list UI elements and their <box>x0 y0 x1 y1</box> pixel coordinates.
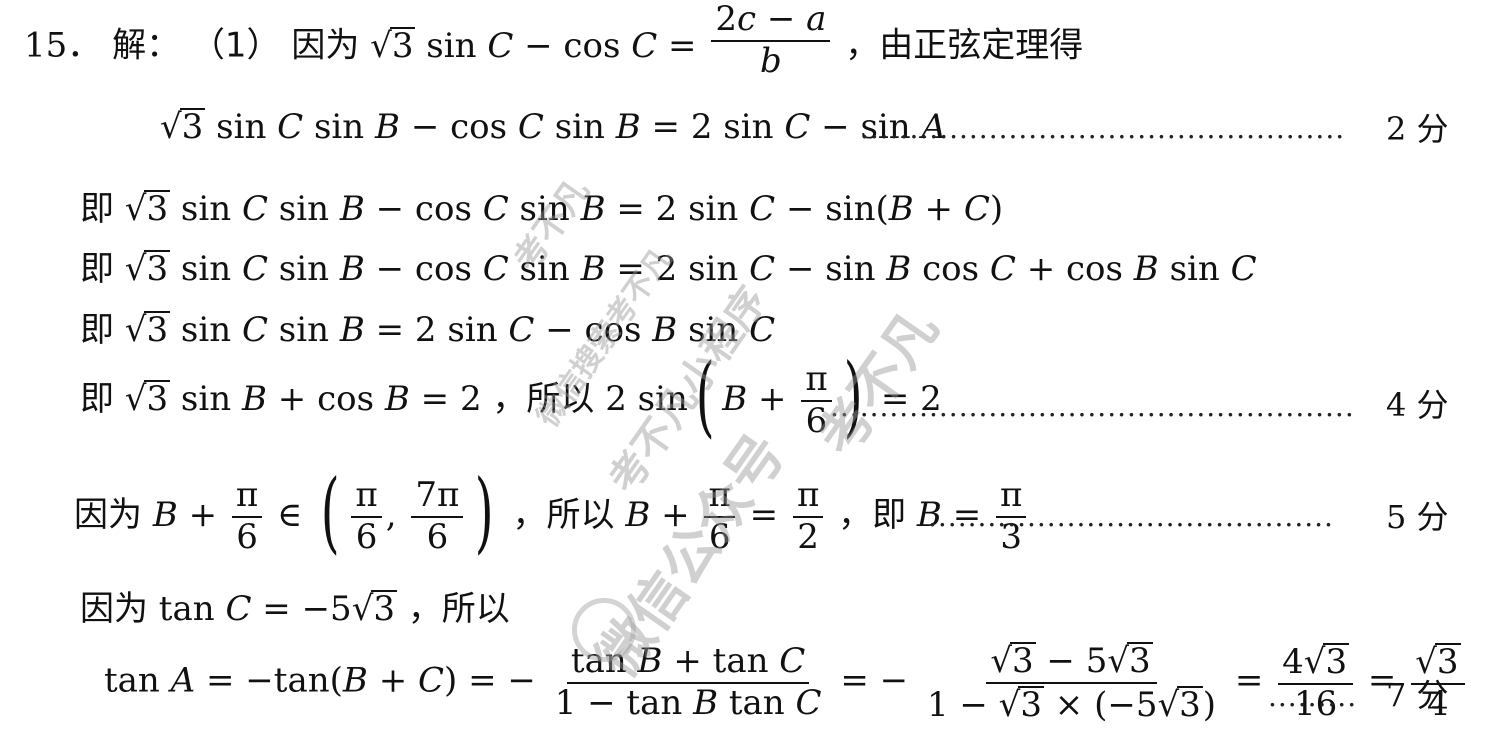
line-8: 因为 tan C = −5√3 ，所以 <box>80 589 510 629</box>
wechat-icon <box>572 598 636 662</box>
dots-4: ........................................… <box>830 390 1355 423</box>
line-3: 即 √3 sin C sin B − cos C sin B = 2 sin C… <box>80 189 1004 229</box>
problem-number: 15． <box>24 25 102 66</box>
line-1: 15． 解： （1） 因为 √3 sin C − cos C = 2c − a … <box>24 1 1084 79</box>
because-text: 因为 <box>291 25 360 66</box>
line-4: 即 √3 sin C sin B − cos C sin B = 2 sin C… <box>80 249 1257 289</box>
expr-1: √3 sin C − cos C = <box>370 25 708 66</box>
score-2: 2 分 <box>1386 110 1449 148</box>
fraction-2c-a-over-b: 2c − a b <box>711 1 831 79</box>
dots-2: ........................................… <box>860 112 1346 145</box>
line-5: 即 √3 sin C sin B = 2 sin C − cos B sin C <box>80 310 776 350</box>
equation-2: √3 sin C sin B − cos C sin B = 2 sin C −… <box>160 107 947 147</box>
law-text: ，由正弦定理得 <box>845 25 1084 66</box>
line-2: √3 sin C sin B − cos C sin B = 2 sin C −… <box>160 108 946 144</box>
score-7: 7 分 <box>1386 676 1449 714</box>
dots-5: ........................................… <box>928 500 1334 533</box>
solve-label: 解： <box>112 25 181 66</box>
part-label: （1） <box>190 25 281 66</box>
score-5: 5 分 <box>1386 498 1449 536</box>
so-text-6: ，所以 <box>492 379 595 419</box>
score-4: 4 分 <box>1386 386 1449 424</box>
dots-7: ......... <box>1268 680 1358 713</box>
